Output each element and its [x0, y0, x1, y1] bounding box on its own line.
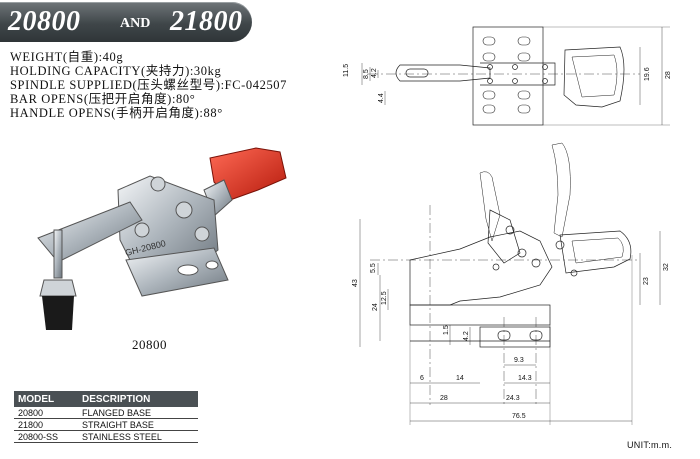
table-cell-model: 21800 [14, 418, 78, 431]
dim-32: 32 [663, 263, 670, 271]
dim-28-side: 28 [440, 395, 448, 402]
title-bar: 20800 AND 21800 [0, 2, 252, 42]
photo-caption: 20800 [132, 337, 167, 352]
table-header-description: DESCRIPTION [78, 391, 198, 407]
dim-8-5: 8.5 [363, 69, 370, 79]
title-model-a: 20800 [8, 6, 81, 37]
dim-6: 6 [420, 375, 424, 382]
dim-43: 43 [352, 279, 359, 287]
table-cell-description: STAINLESS STEEL [78, 430, 198, 443]
table-cell-description: STRAIGHT BASE [78, 418, 198, 431]
table-row: 20800 FLANGED BASE [14, 407, 198, 419]
spec-bar-opens: BAR OPENS(压把开启角度):80° [10, 92, 196, 106]
spec-handle-opens: HANDLE OPENS(手柄开启角度):88° [10, 106, 223, 120]
dim-14-3: 14.3 [518, 375, 532, 382]
dim-19-6: 19.6 [644, 67, 651, 81]
title-model-b: 21800 [170, 6, 243, 37]
dim-4-2-side: 4.2 [463, 331, 470, 341]
dim-4-4: 4.4 [378, 93, 385, 103]
spec-holding-capacity: HOLDING CAPACITY(夹持力):30kg [10, 64, 222, 78]
table-row: 20800-SS STAINLESS STEEL [14, 430, 198, 443]
dim-4-2: 4.2 [371, 68, 378, 78]
dim-76-5: 76.5 [512, 413, 526, 420]
spec-list: WEIGHT(自重):40g HOLDING CAPACITY(夹持力):30k… [10, 50, 287, 120]
table-cell-description: FLANGED BASE [78, 407, 198, 419]
spec-weight: WEIGHT(自重):40g [10, 50, 124, 64]
dim-12-5: 12.5 [381, 291, 388, 305]
dim-24: 24 [372, 303, 379, 311]
table-header-model: MODEL [14, 391, 78, 407]
dim-28: 28 [665, 71, 672, 79]
dim-5-5: 5.5 [370, 263, 377, 273]
dim-11-5: 11.5 [343, 64, 350, 77]
model-table: MODEL DESCRIPTION 20800 FLANGED BASE 218… [14, 391, 198, 443]
title-and: AND [120, 16, 151, 31]
dim-1-5: 1.5 [443, 325, 450, 335]
technical-drawing: 11.5 8.5 4.2 4.4 19.6 28 [343, 26, 672, 425]
dim-14: 14 [456, 375, 464, 382]
table-cell-model: 20800 [14, 407, 78, 419]
unit-label: UNIT:m.m. [627, 440, 673, 450]
top-view [361, 26, 670, 126]
product-photo: GH-20800 [37, 147, 287, 330]
dim-24-3: 24.3 [506, 395, 520, 402]
spec-spindle: SPINDLE SUPPLIED(压头螺丝型号):FC-042507 [10, 78, 288, 92]
dim-23: 23 [643, 277, 650, 285]
side-view [359, 142, 661, 425]
dim-9-3: 9.3 [514, 357, 524, 364]
table-cell-model: 20800-SS [14, 430, 78, 443]
table-row: 21800 STRAIGHT BASE [14, 418, 198, 431]
